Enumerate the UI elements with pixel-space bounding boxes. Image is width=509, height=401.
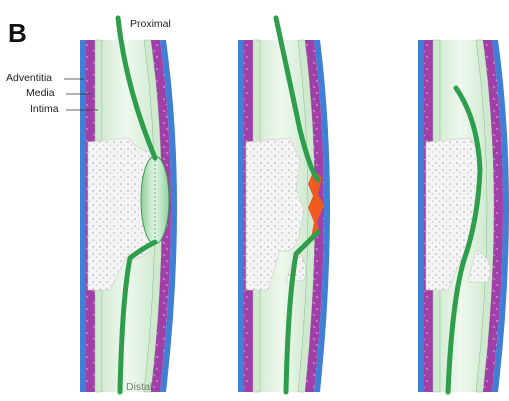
adventitia-label: Adventitia (6, 72, 52, 84)
panel-1-balloon-inflation (80, 18, 177, 392)
left-adventitia (80, 40, 86, 392)
distal-label: Distal (126, 381, 152, 393)
left-adventitia (238, 40, 244, 392)
intima-label: Intima (30, 103, 59, 115)
panel-2-plaque-rupture (238, 18, 330, 392)
panel-3-post-dilation (418, 40, 509, 392)
left-adventitia (418, 40, 424, 392)
proximal-label: Proximal (130, 18, 171, 30)
media-label: Media (26, 87, 55, 99)
panel-letter: B (8, 18, 27, 49)
